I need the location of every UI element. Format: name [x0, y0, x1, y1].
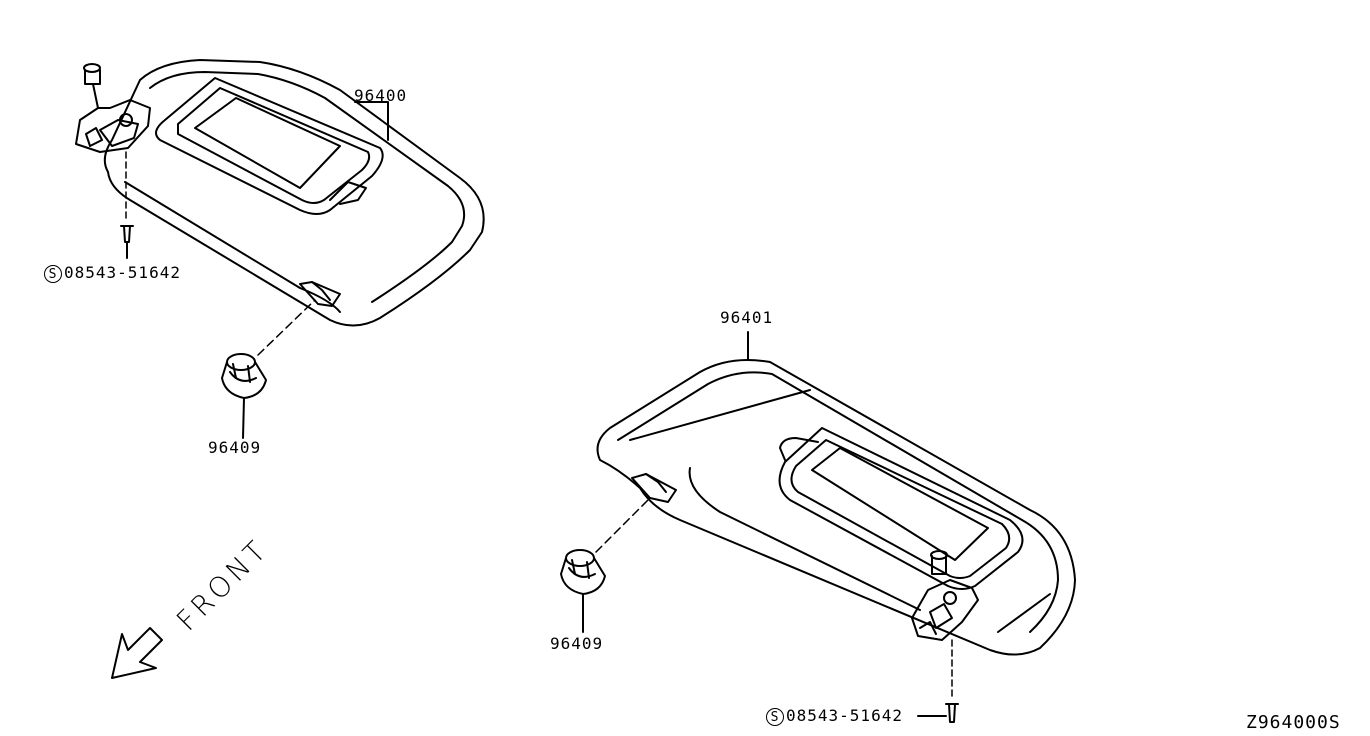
visor-clip-right	[560, 499, 649, 633]
leader-line-96400	[354, 101, 389, 141]
sun-visor-right	[596, 359, 1076, 656]
screw-left-number: 08543-51642	[64, 263, 181, 282]
label-96400: 96400	[354, 86, 408, 105]
label-96401: 96401	[720, 308, 774, 327]
screw-right-number: 08543-51642	[786, 706, 903, 725]
screw-left	[120, 151, 134, 259]
visor-clip-left	[221, 299, 316, 439]
screw-symbol-icon: S	[766, 707, 784, 726]
sun-visor-left	[75, 59, 485, 327]
screw-right	[917, 639, 959, 723]
front-arrow-icon	[111, 627, 163, 679]
label-96409-left: 96409	[208, 438, 262, 457]
screw-symbol-icon: S	[44, 264, 62, 283]
reference-code: Z964000S	[1246, 712, 1341, 733]
label-96409-right: 96409	[550, 634, 604, 653]
